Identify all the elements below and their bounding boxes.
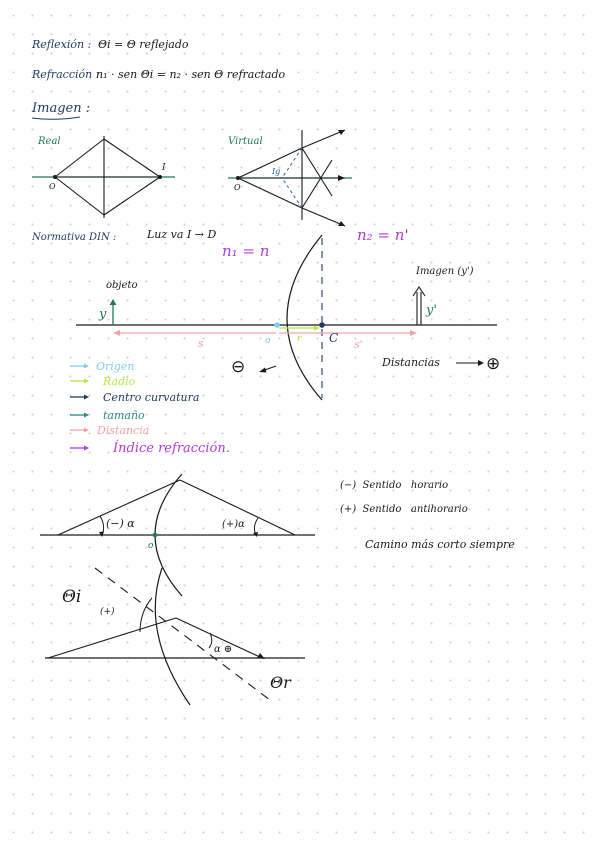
n1-label: n₁ = n [222, 242, 269, 260]
normativa-label: Normativa DIN : [31, 232, 116, 243]
legend-arrowhead-0 [84, 363, 89, 369]
origin-point [274, 322, 280, 328]
center-point [319, 322, 325, 328]
image-y-prime-label: y' [425, 303, 437, 318]
real-image-point [158, 175, 162, 179]
distance-s-prime-label: s' [354, 338, 363, 351]
angle-ray-right [179, 479, 296, 536]
legend-label-3: tamaño [103, 409, 145, 422]
theta-i-label: Θi [62, 587, 81, 607]
reflexion-label: Reflexión : [31, 38, 91, 51]
angle-arc-right-head [253, 532, 258, 537]
refraction-alpha-label: α ⊕ [214, 644, 232, 655]
real-object-label: O [49, 182, 56, 191]
refraccion-formula: n₁ · sen Θi = n₂ · sen Θ refractado [96, 68, 286, 81]
object-y-label: y [98, 307, 107, 322]
reflexion-formula: Θi = Θ reflejado [98, 38, 189, 51]
object-arrowhead [109, 299, 117, 305]
virtual-extensions [281, 147, 303, 209]
legend-arrowhead-5 [84, 445, 89, 451]
refracted-ray-head [257, 653, 265, 659]
plus-symbol: ⊕ [486, 354, 500, 374]
legend-label-1: Radio [102, 375, 136, 388]
radius-label: r [297, 334, 302, 344]
sign-minus-text: (−) Sentido horario [340, 480, 448, 491]
refracted-ray [175, 617, 263, 659]
legend-label-5: Índice refracción. [112, 440, 230, 456]
sign-plus-text: (+) Sentido antihorario [340, 504, 468, 515]
legend-item: Centro curvatura [70, 391, 199, 404]
angle-ray-left [57, 479, 181, 536]
minus-direction-arrowhead [259, 367, 267, 373]
legend-arrowhead-4 [84, 427, 89, 433]
objeto-label: objeto [106, 280, 137, 291]
angle-vertex-point [152, 532, 158, 538]
plus-direction-arrowhead [478, 360, 484, 366]
refraction-plus-label: (+) [100, 606, 115, 617]
virtual-label: Virtual [228, 136, 263, 147]
shortest-path-text: Camino más corto siempre [365, 538, 515, 551]
real-object-point [53, 175, 57, 179]
image-arrow [412, 286, 426, 325]
radius-arrowhead [314, 325, 320, 331]
distancias-label: Distancias [381, 356, 440, 369]
refraction-surface [154, 567, 191, 706]
distance-s-label: s [198, 337, 204, 350]
legend-item: Índice refracción. [70, 440, 230, 456]
distance-s-prime-arrowhead [410, 330, 417, 336]
origin-label: o [265, 336, 271, 346]
virtual-lens-diagram [228, 129, 352, 227]
imagen-underline [31, 116, 81, 120]
real-label: Real [37, 136, 61, 147]
refraccion-label: Refracción : [31, 68, 99, 81]
refracting-surface [286, 234, 323, 401]
legend-arrowhead-1 [84, 378, 89, 384]
legend-arrowhead-3 [84, 412, 89, 418]
legend: Origen Radio Centro curvatura tamaño Dis… [70, 360, 230, 456]
legend-label-0: Origen [96, 360, 134, 373]
distance-s-arrowhead [113, 330, 120, 336]
virtual-image-label: Ig [271, 167, 280, 176]
theta-i-arc [139, 597, 153, 633]
legend-item: Radio [70, 375, 136, 388]
angle-pos-alpha: (+)α [222, 519, 245, 530]
angle-vertex-label: o [148, 541, 154, 551]
theta-r-label: Θr [270, 673, 292, 692]
legend-item: tamaño [70, 409, 145, 422]
light-direction: Luz va I → D [146, 228, 217, 241]
legend-item: Distancia [70, 424, 149, 437]
imagen-title: Imagen : [31, 101, 90, 116]
alpha-arc [208, 632, 213, 649]
legend-item: Origen [70, 360, 134, 373]
incident-ray [47, 617, 177, 659]
virtual-arrowheads [338, 130, 345, 226]
normal-line-dashed [94, 567, 271, 701]
center-label: C [329, 331, 338, 345]
angle-arc-left-head [99, 531, 104, 537]
virtual-object-label: O [234, 183, 241, 192]
legend-label-2: Centro curvatura [103, 391, 199, 404]
legend-label-4: Distancia [96, 424, 149, 437]
real-lens-diagram [32, 136, 175, 218]
legend-arrowhead-2 [84, 394, 89, 400]
virtual-object-point [236, 176, 240, 180]
real-image-label: I [161, 163, 166, 173]
angle-neg-alpha: (−) α [106, 517, 135, 530]
n2-label: n₂ = n' [357, 226, 409, 244]
imagen-label: Imagen (y') [415, 266, 474, 277]
minus-symbol: ⊖ [231, 357, 245, 377]
